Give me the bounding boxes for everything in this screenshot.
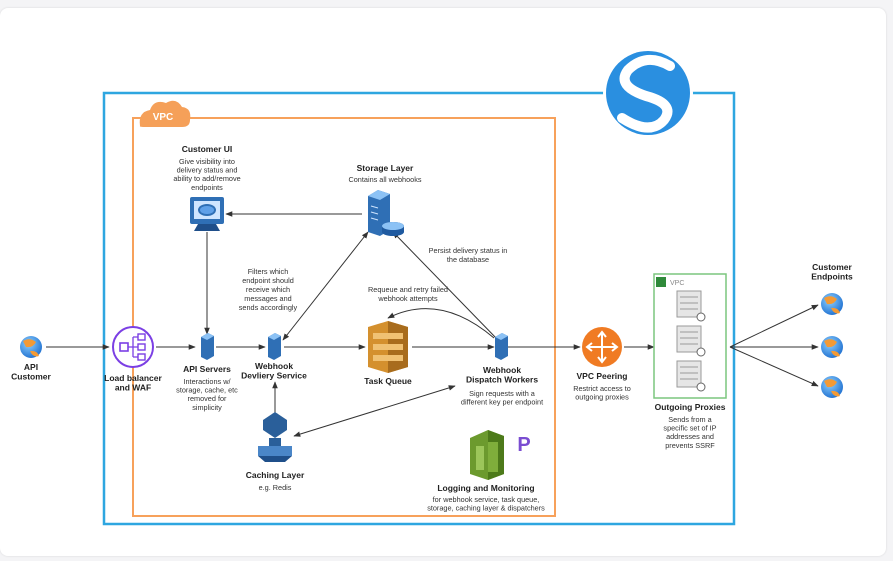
node-title-dispatch-workers: Dispatch Workers: [466, 375, 538, 385]
annotation-filters: endpoint should: [242, 276, 294, 285]
arrow-cache-dispatch: [293, 385, 456, 437]
node-title-customer-endpoints: Endpoints: [811, 272, 853, 282]
arrow-webhook-storage: [282, 231, 369, 341]
globe-icon: [821, 376, 843, 398]
node-title-vpc-peering: VPC Peering: [576, 371, 627, 381]
queue-icon: [368, 321, 408, 373]
node-title-storage-layer: Storage Layer: [357, 163, 414, 173]
node-desc-customer-ui: Give visibility into: [179, 157, 235, 166]
node-title-api-servers: API Servers: [183, 364, 231, 374]
node-desc-customer-ui: ability to add/remove: [173, 174, 240, 183]
node-title-customer-ui: Customer UI: [182, 144, 233, 154]
node-desc-api-servers: simplicity: [192, 403, 222, 412]
annotation-filters: receive which: [246, 285, 290, 294]
server-icon: [268, 333, 281, 360]
node-title-load-balancer: and WAF: [115, 383, 151, 393]
peering-icon: [582, 327, 622, 367]
node-desc-api-servers: Interactions w/: [183, 377, 231, 386]
vpc-badge: VPC: [139, 100, 191, 127]
globe-icon: [821, 293, 843, 315]
node-desc-outgoing-proxies: prevents SSRF: [665, 441, 715, 450]
svg-text:VPC: VPC: [153, 112, 174, 123]
arrow-proxies-to-endpoint-3: [729, 346, 819, 387]
proxy-server-icon: [676, 360, 706, 392]
node-desc-dispatch-workers: different key per endpoint: [461, 398, 543, 407]
annotation-filters: Filters which: [248, 267, 289, 276]
node-title-logging: Logging and Monitoring: [437, 483, 534, 493]
annotation-filters: messages and: [244, 294, 291, 303]
annotation-filters: sends accordingly: [239, 303, 298, 312]
server-icon: [495, 333, 508, 360]
node-desc-vpc-peering: outgoing proxies: [575, 393, 629, 402]
node-desc-outgoing-proxies: addresses and: [666, 432, 714, 441]
arrow-dispatch-to-storage: [392, 231, 499, 341]
load-balancer-icon: [112, 326, 154, 368]
node-desc-logging: for webhook service, task queue,: [433, 495, 540, 504]
node-desc-outgoing-proxies: specific set of IP: [663, 424, 716, 433]
vpc-inner-box: [132, 117, 556, 517]
node-title-webhook-delivery: Webhook: [255, 361, 293, 371]
node-title-dispatch-workers: Webhook: [483, 365, 521, 375]
node-desc-customer-ui: endpoints: [191, 183, 223, 192]
node-title-api-customer: API: [24, 362, 38, 372]
annotation-requeue: webhook attempts: [377, 294, 438, 303]
annotation-persist: the database: [447, 255, 489, 264]
svg-text:P: P: [517, 434, 530, 456]
node-desc-api-servers: removed for: [188, 394, 228, 403]
svg-text:VPC: VPC: [670, 280, 684, 287]
node-title-webhook-delivery: Devliery Service: [241, 371, 307, 381]
node-desc-vpc-peering: Restrict access to: [573, 384, 631, 393]
node-title-task-queue: Task Queue: [364, 376, 412, 386]
node-desc-logging: storage, caching layer & dispatchers: [427, 504, 545, 513]
node-title-api-customer: Customer: [11, 372, 51, 382]
node-desc-dispatch-workers: Sign requests with a: [469, 389, 536, 398]
annotation-requeue: Requeue and retry failed: [368, 285, 448, 294]
outgoing-proxies-group: VPC: [653, 273, 727, 399]
node-desc-caching-layer: e.g. Redis: [259, 483, 292, 492]
node-desc-storage-layer: Contains all webhooks: [348, 175, 421, 184]
monitor-icon: [190, 197, 224, 231]
database-server-icon: [368, 190, 404, 236]
node-title-load-balancer: Load balancer: [104, 373, 162, 383]
globe-icon: [821, 336, 843, 358]
vpc-outer-box: [102, 91, 736, 526]
brand-logo-icon: [603, 48, 693, 138]
proxy-server-icon: [676, 325, 706, 357]
cache-icon: [258, 412, 292, 462]
node-desc-api-servers: storage, cache, etc: [176, 386, 238, 395]
node-title-customer-endpoints: Customer: [812, 262, 852, 272]
server-icon: [201, 333, 214, 360]
node-desc-outgoing-proxies: Sends from a: [668, 415, 712, 424]
node-title-caching-layer: Caching Layer: [246, 470, 305, 480]
arrow-requeue: [387, 308, 495, 339]
proxy-server-icon: [676, 290, 706, 322]
node-desc-customer-ui: delivery status and: [177, 166, 238, 175]
node-title-outgoing-proxies: Outgoing Proxies: [655, 402, 726, 412]
globe-icon: [20, 336, 42, 358]
arrow-proxies-to-endpoint-1: [729, 304, 819, 348]
annotation-persist: Persist delivery status in: [429, 246, 508, 255]
diagram-card: [0, 8, 886, 556]
cloudwatch-icon: P: [470, 430, 531, 480]
